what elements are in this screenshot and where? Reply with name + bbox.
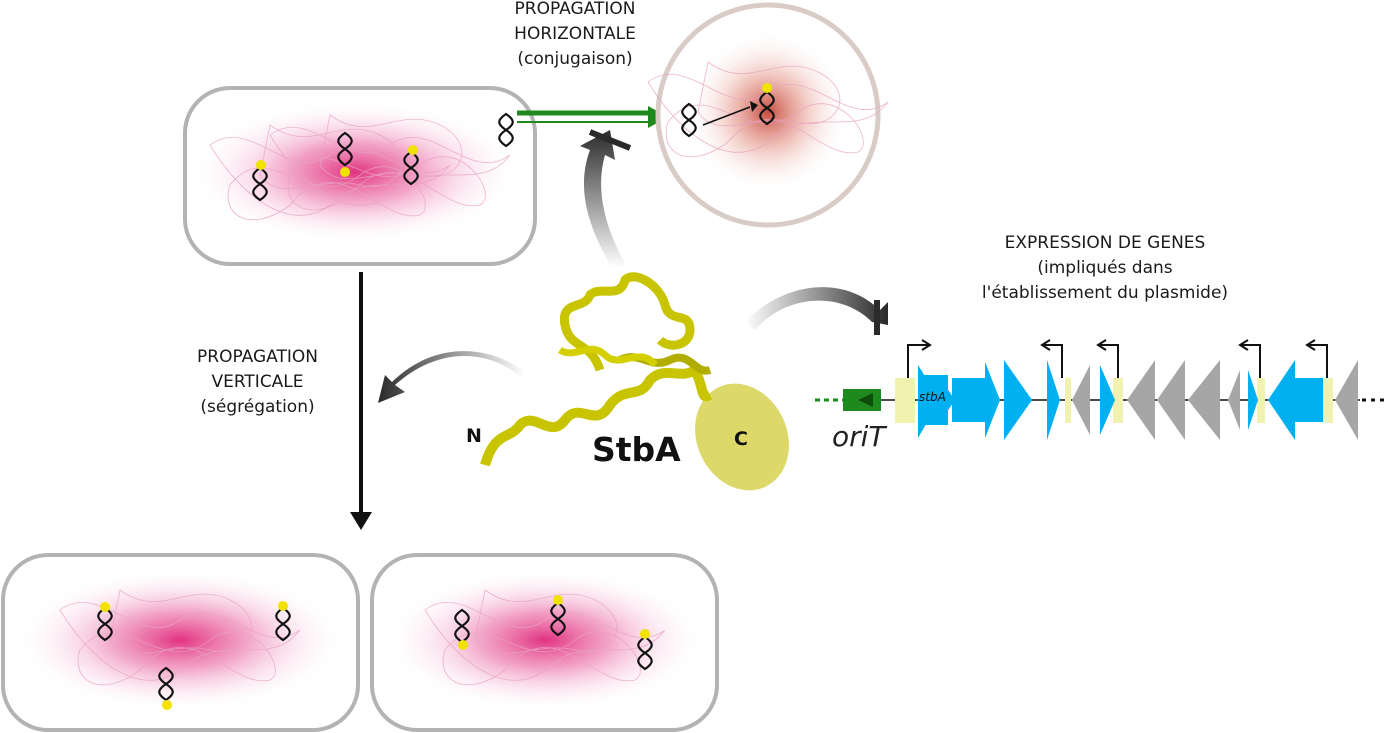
donor-cell [183, 86, 537, 266]
inhibition-arrow-icon [580, 129, 632, 268]
protein-structure-icon [480, 272, 789, 491]
label-line: HORIZONTALE [514, 24, 636, 44]
daughter-cell-left [1, 553, 360, 732]
label-line: l'établissement du plasmide) [981, 283, 1229, 303]
vertical-propagation-arrow [350, 272, 525, 530]
label-line: PROPAGATION [197, 347, 318, 367]
conjugation-arrow [517, 106, 668, 128]
promoter-arrow-icon [907, 344, 928, 378]
promoter-arrow-icon [1242, 344, 1261, 378]
label-line: EXPRESSION DE GENES [1004, 233, 1206, 253]
horizontal-propagation-label: PROPAGATION HORIZONTALE (conjugaison) [470, 0, 680, 72]
label-line: PROPAGATION [514, 0, 636, 19]
promoter-arrow-icon [1309, 344, 1328, 378]
promoter-arrow-icon [1100, 344, 1119, 378]
label-line: (conjugaison) [517, 49, 633, 69]
stba-gene-label: stbA [919, 390, 946, 404]
protein-name: StbA [592, 430, 681, 469]
recipient-cell [647, 2, 889, 228]
n-terminus-label: N [466, 425, 482, 447]
gene-map [815, 339, 1387, 440]
gene-expression-label: EXPRESSION DE GENES (impliqués dans l'ét… [930, 231, 1280, 306]
label-line: (ségrégation) [200, 397, 315, 417]
daughter-cell-right [370, 553, 719, 732]
vertical-propagation-label: PROPAGATION VERTICALE (ségrégation) [150, 345, 365, 420]
label-line: VERTICALE [211, 372, 304, 392]
inhibition-arrow-icon [745, 287, 888, 335]
orit-label: oriT [832, 420, 886, 453]
c-terminus-label: C [734, 428, 748, 450]
label-line: (impliqués dans [1037, 258, 1173, 278]
promoter-arrow-icon [1044, 344, 1063, 378]
